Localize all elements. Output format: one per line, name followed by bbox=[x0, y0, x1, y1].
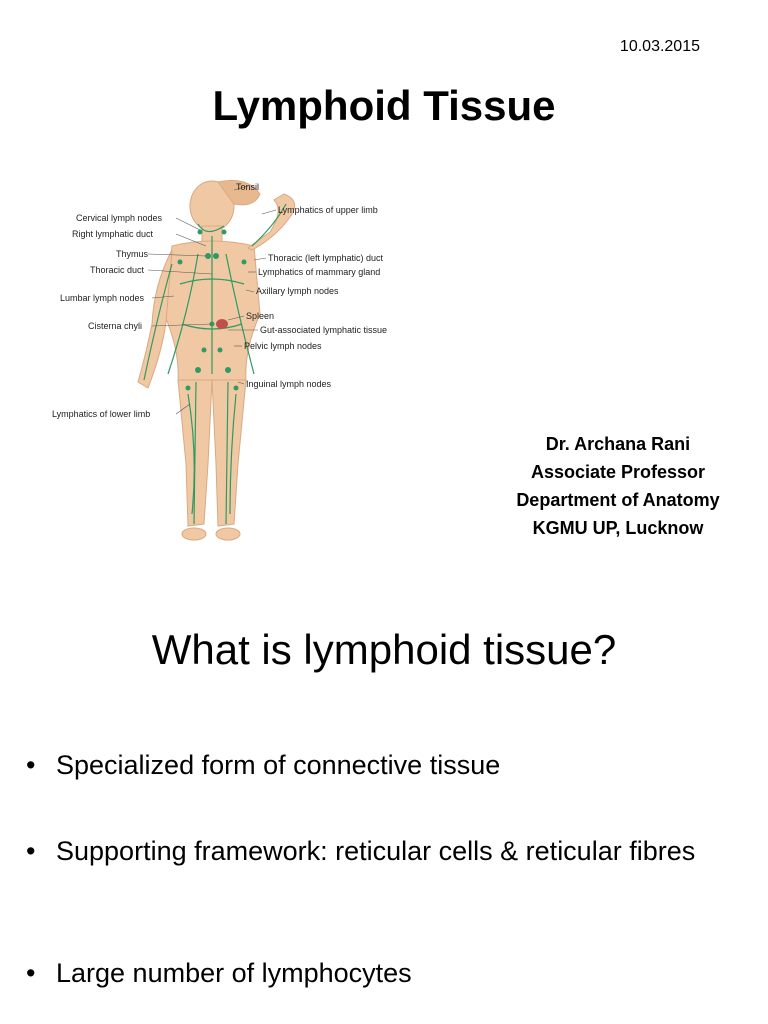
label-cisterna-chyli: Cisterna chyli bbox=[88, 321, 142, 331]
slide-date: 10.03.2015 bbox=[619, 38, 700, 55]
lymphatic-system-illustration: Tonsil Cervical lymph nodes Right lympha… bbox=[48, 174, 408, 550]
label-left-lymphatic-duct: Thoracic (left lymphatic) duct bbox=[268, 253, 384, 263]
section-heading: What is lymphoid tissue? bbox=[151, 626, 617, 673]
bullet-icon: • bbox=[26, 836, 36, 866]
label-lumbar-nodes: Lumbar lymph nodes bbox=[60, 293, 145, 303]
bullet-text: Supporting framework: reticular cells & … bbox=[56, 836, 696, 866]
label-mammary-lymphatics: Lymphatics of mammary gland bbox=[258, 267, 380, 277]
label-right-lymphatic-duct: Right lymphatic duct bbox=[72, 229, 154, 239]
author-institution: KGMU UP, Lucknow bbox=[532, 518, 704, 538]
label-pelvic-nodes: Pelvic lymph nodes bbox=[244, 341, 322, 351]
author-position: Associate Professor bbox=[530, 462, 706, 482]
bullet-icon: • bbox=[26, 750, 36, 780]
label-gut-lymphatic-tissue: Gut-associated lymphatic tissue bbox=[260, 325, 387, 335]
label-cervical-nodes: Cervical lymph nodes bbox=[76, 213, 163, 223]
bullet-icon: • bbox=[26, 958, 36, 988]
label-upper-limb-lymphatics: Lymphatics of upper limb bbox=[278, 205, 378, 215]
author-department: Department of Anatomy bbox=[516, 490, 720, 510]
label-spleen: Spleen bbox=[246, 311, 274, 321]
bullet-text: Large number of lymphocytes bbox=[56, 958, 412, 988]
human-figure bbox=[137, 180, 296, 541]
list-item: • Specialized form of connective tissue bbox=[26, 748, 500, 782]
label-thoracic-duct: Thoracic duct bbox=[90, 265, 145, 275]
bullet-text: Specialized form of connective tissue bbox=[56, 750, 501, 780]
label-tonsil: Tonsil bbox=[236, 182, 259, 192]
leader-lines bbox=[147, 185, 277, 415]
spleen-shape bbox=[216, 319, 228, 329]
lymph-vessels bbox=[143, 203, 287, 525]
list-item: • Large number of lymphocytes bbox=[26, 956, 412, 990]
label-inguinal-nodes: Inguinal lymph nodes bbox=[246, 379, 332, 389]
label-lower-limb-lymphatics: Lymphatics of lower limb bbox=[52, 409, 150, 419]
list-item: • Supporting framework: reticular cells … bbox=[26, 834, 695, 868]
lymph-nodes bbox=[177, 229, 247, 391]
author-name: Dr. Archana Rani bbox=[545, 434, 691, 454]
label-axillary-nodes: Axillary lymph nodes bbox=[256, 286, 339, 296]
slide-title: Lymphoid Tissue bbox=[212, 82, 556, 129]
label-thymus: Thymus bbox=[116, 249, 149, 259]
author-block: Dr. Archana Rani Associate Professor Dep… bbox=[500, 430, 736, 542]
